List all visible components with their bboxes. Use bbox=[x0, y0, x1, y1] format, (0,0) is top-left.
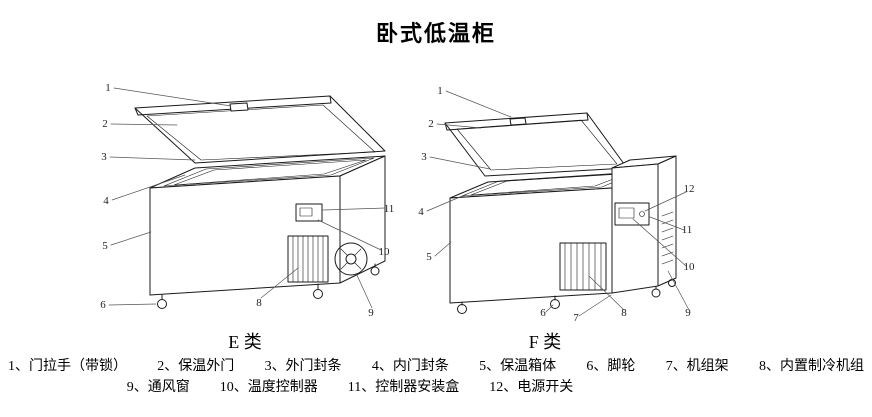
freezer-lid bbox=[134, 95, 386, 164]
legend-item-11: 11、控制器安装盒 bbox=[347, 380, 460, 395]
machine-unit-housing bbox=[611, 155, 677, 294]
callout-2: 2 bbox=[428, 118, 434, 130]
legend-item-9: 9、通风窗 bbox=[126, 380, 190, 395]
callout-8: 8 bbox=[621, 307, 627, 319]
caster-wheel bbox=[313, 289, 323, 299]
legend-row-1: 1、门拉手（带锁） 2、保温外门 3、外门封条 4、内门封条 5、保温箱体 6、… bbox=[8, 355, 864, 375]
legend-item-5: 5、保温箱体 bbox=[479, 359, 557, 374]
legend-item-1: 1、门拉手（带锁） bbox=[8, 359, 127, 374]
caster-wheel bbox=[550, 299, 560, 309]
callout-11: 11 bbox=[682, 224, 693, 236]
outer-door-seal bbox=[456, 119, 618, 171]
callout-5: 5 bbox=[426, 251, 432, 263]
callout-1: 1 bbox=[105, 82, 111, 94]
legend-row-2: 9、通风窗 10、温度控制器 11、控制器安装盒 12、电源开关 bbox=[0, 376, 700, 396]
callout-numbers: 1 2 3 4 5 6 7 8 9 10 11 12 bbox=[418, 85, 695, 324]
opening-edge bbox=[163, 157, 375, 187]
legend-item-12: 12、电源开关 bbox=[489, 380, 574, 395]
caster-wheel bbox=[668, 279, 676, 287]
callout-numbers: 1 2 3 4 5 6 8 9 10 11 bbox=[100, 82, 394, 319]
callout-10: 10 bbox=[684, 261, 696, 273]
housing-front bbox=[611, 163, 659, 294]
controller-panel bbox=[614, 202, 650, 226]
legend-item-3: 3、外门封条 bbox=[264, 359, 342, 374]
f-type-diagram: 1 2 3 4 5 6 7 8 9 10 11 12 bbox=[418, 85, 695, 324]
legend-item-10: 10、温度控制器 bbox=[219, 380, 318, 395]
inner-door-seal bbox=[173, 159, 367, 186]
legend-item-2: 2、保温外门 bbox=[157, 359, 235, 374]
caster-wheel bbox=[157, 299, 167, 309]
legend-item-8: 8、内置制冷机组 bbox=[758, 359, 864, 374]
outer-door-seal bbox=[146, 104, 376, 161]
callout-6: 6 bbox=[100, 299, 106, 311]
freezer-lid bbox=[444, 112, 628, 177]
callout-11: 11 bbox=[384, 203, 395, 215]
callout-2: 2 bbox=[102, 118, 108, 130]
temperature-controller-display bbox=[299, 207, 313, 217]
door-handle bbox=[229, 102, 249, 112]
leader-lines bbox=[426, 90, 690, 317]
callout-12: 12 bbox=[684, 183, 695, 195]
callout-9: 9 bbox=[685, 307, 691, 319]
door-handle bbox=[509, 117, 527, 126]
callout-3: 3 bbox=[421, 151, 427, 163]
callout-8: 8 bbox=[256, 297, 262, 309]
callout-7: 7 bbox=[573, 312, 579, 324]
e-type-label: E 类 bbox=[228, 332, 262, 352]
caster-wheel bbox=[457, 304, 467, 314]
f-type-label: F 类 bbox=[528, 332, 562, 352]
callout-5: 5 bbox=[102, 240, 108, 252]
casters bbox=[457, 278, 676, 314]
refrigeration-unit-grille bbox=[559, 242, 607, 291]
callout-4: 4 bbox=[103, 195, 109, 207]
callout-6: 6 bbox=[540, 307, 546, 319]
page-title: 卧式低温柜 bbox=[375, 21, 496, 46]
caster-wheel bbox=[370, 266, 380, 276]
e-type-diagram: 1 2 3 4 5 6 8 9 10 11 bbox=[100, 82, 394, 319]
controller-install-box bbox=[614, 202, 650, 226]
temperature-controller-display bbox=[618, 207, 635, 219]
power-switch bbox=[639, 211, 645, 217]
legend-item-6: 6、脚轮 bbox=[586, 359, 636, 374]
leader-lines bbox=[108, 87, 386, 309]
refrigeration-unit-grille bbox=[287, 235, 329, 283]
caster-wheel bbox=[651, 288, 661, 298]
callout-3: 3 bbox=[101, 151, 107, 163]
callout-4: 4 bbox=[418, 206, 424, 218]
callout-10: 10 bbox=[379, 246, 391, 258]
ventilation-window-slats bbox=[661, 211, 674, 265]
callout-1: 1 bbox=[437, 85, 443, 97]
legend-item-7: 7、机组架 bbox=[665, 359, 729, 374]
freezer-body bbox=[149, 155, 386, 296]
cabinet-side bbox=[339, 155, 386, 284]
ventilation-fan-window bbox=[334, 242, 368, 276]
callout-9: 9 bbox=[368, 307, 374, 319]
cabinet-front bbox=[449, 187, 613, 304]
temperature-controller-box bbox=[295, 203, 323, 222]
legend-item-4: 4、内门封条 bbox=[371, 359, 449, 374]
casters bbox=[157, 263, 380, 309]
fan-hub bbox=[345, 253, 357, 265]
